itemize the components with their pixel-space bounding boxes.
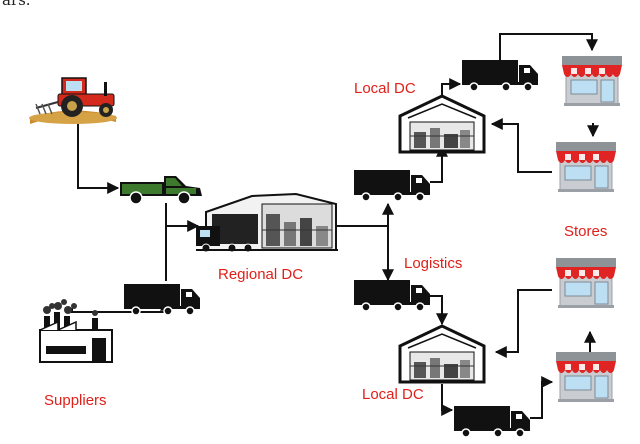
- delivery-truck-icon: [123, 283, 201, 316]
- store2-to-local-dc-arrow: [490, 118, 552, 173]
- pickup-truck-icon: [120, 176, 202, 205]
- tractor-to-pickup-arrow: [77, 124, 120, 194]
- local-dc-bottom-to-truck-arrow: [441, 384, 454, 416]
- flow-lines: [71, 33, 599, 419]
- suppliers-label: Suppliers: [44, 392, 107, 409]
- local-warehouse-icon: [398, 94, 486, 154]
- local-dc-top-to-truck-arrow: [441, 78, 462, 96]
- logistics-label: Logistics: [404, 255, 463, 272]
- regional-warehouse-icon: [196, 192, 338, 253]
- store-icon: [555, 141, 617, 193]
- regional-dc-label: Regional DC: [218, 266, 304, 283]
- pickup-to-regional-arrow: [165, 203, 200, 232]
- truck-to-store1-arrow: [499, 33, 598, 60]
- store3-to-local-dc-arrow: [494, 289, 552, 358]
- truck-to-local-dc-bottom-arrow: [430, 295, 448, 326]
- tractor-icon: [29, 77, 117, 124]
- cropped-header-text: ars.: [2, 0, 31, 9]
- delivery-truck-icon: [353, 169, 431, 202]
- delivery-truck-icon: [453, 405, 531, 438]
- stores-label: Stores: [564, 223, 608, 240]
- local-dc-top-label: Local DC: [354, 80, 416, 97]
- delivery-truck-icon: [353, 279, 431, 312]
- store-icon: [555, 257, 617, 309]
- store-icon: [555, 351, 617, 403]
- delivery-truck-icon: [461, 59, 539, 92]
- factory-icon: [39, 299, 113, 363]
- local-dc-bottom-label: Local DC: [362, 386, 424, 403]
- local-warehouse-icon: [398, 324, 486, 384]
- store-icon: [561, 55, 623, 107]
- truck-to-local-dc-top-arrow: [430, 144, 448, 183]
- truck-to-store4-arrow: [530, 376, 554, 419]
